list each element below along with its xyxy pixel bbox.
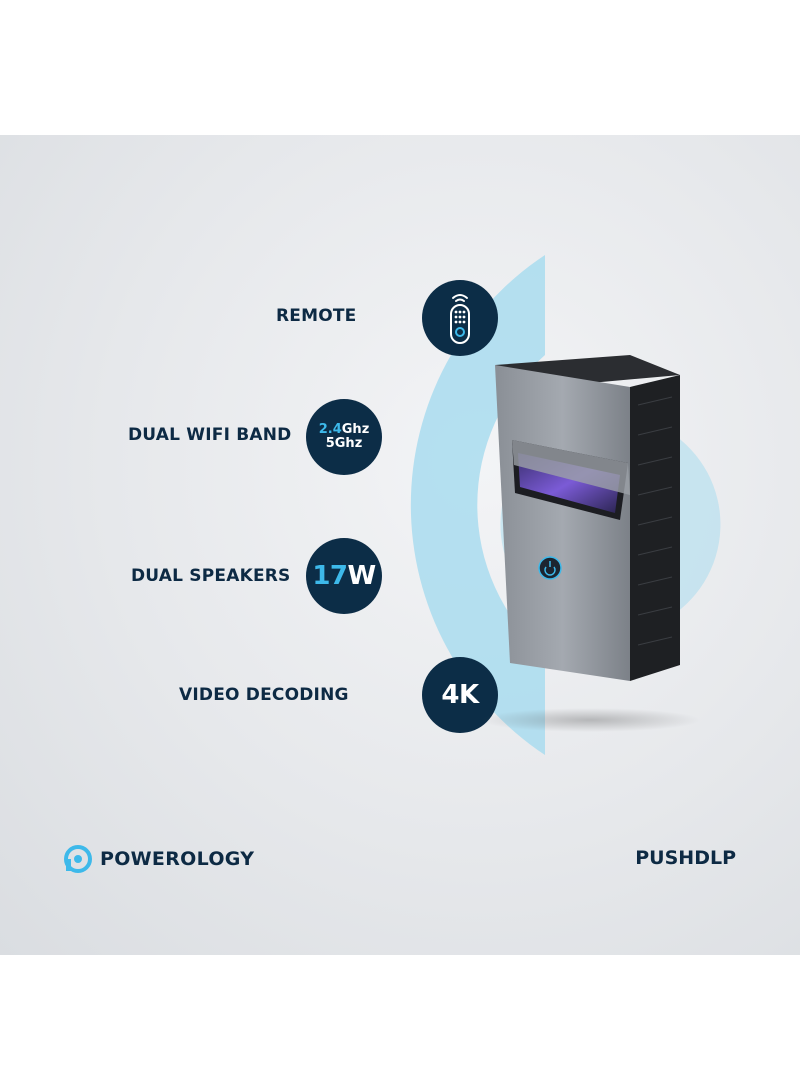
powerology-logo-icon [64, 845, 92, 873]
wifi-badge: 2.4Ghz 5Ghz [306, 399, 382, 475]
feature-label-wifi: DUAL WIFI BAND [128, 425, 292, 445]
brand-name: POWEROLOGY [100, 848, 255, 870]
brand: POWEROLOGY [64, 845, 254, 873]
speaker-watt-unit: W [347, 561, 377, 591]
feature-label-remote: REMOTE [276, 306, 357, 326]
speakers-badge: 17W [306, 538, 382, 614]
wifi-24-value: 2.4 [318, 422, 342, 438]
feature-label-speakers: DUAL SPEAKERS [131, 566, 291, 586]
speaker-watt-value: 17 [312, 561, 348, 591]
feature-label-video: VIDEO DECODING [179, 685, 349, 705]
product-poster: REMOTE DUAL WIFI BAND 2.4Ghz 5Ghz DUAL S… [0, 135, 800, 955]
model-number: PUSHDLP [635, 847, 736, 869]
video-resolution-value: 4K [441, 680, 479, 710]
projector-image [480, 355, 700, 732]
remote-control-icon [450, 294, 470, 344]
wifi-5-value: 5Ghz [325, 436, 363, 451]
remote-badge [422, 280, 498, 356]
wifi-24-unit: Ghz [341, 422, 370, 438]
